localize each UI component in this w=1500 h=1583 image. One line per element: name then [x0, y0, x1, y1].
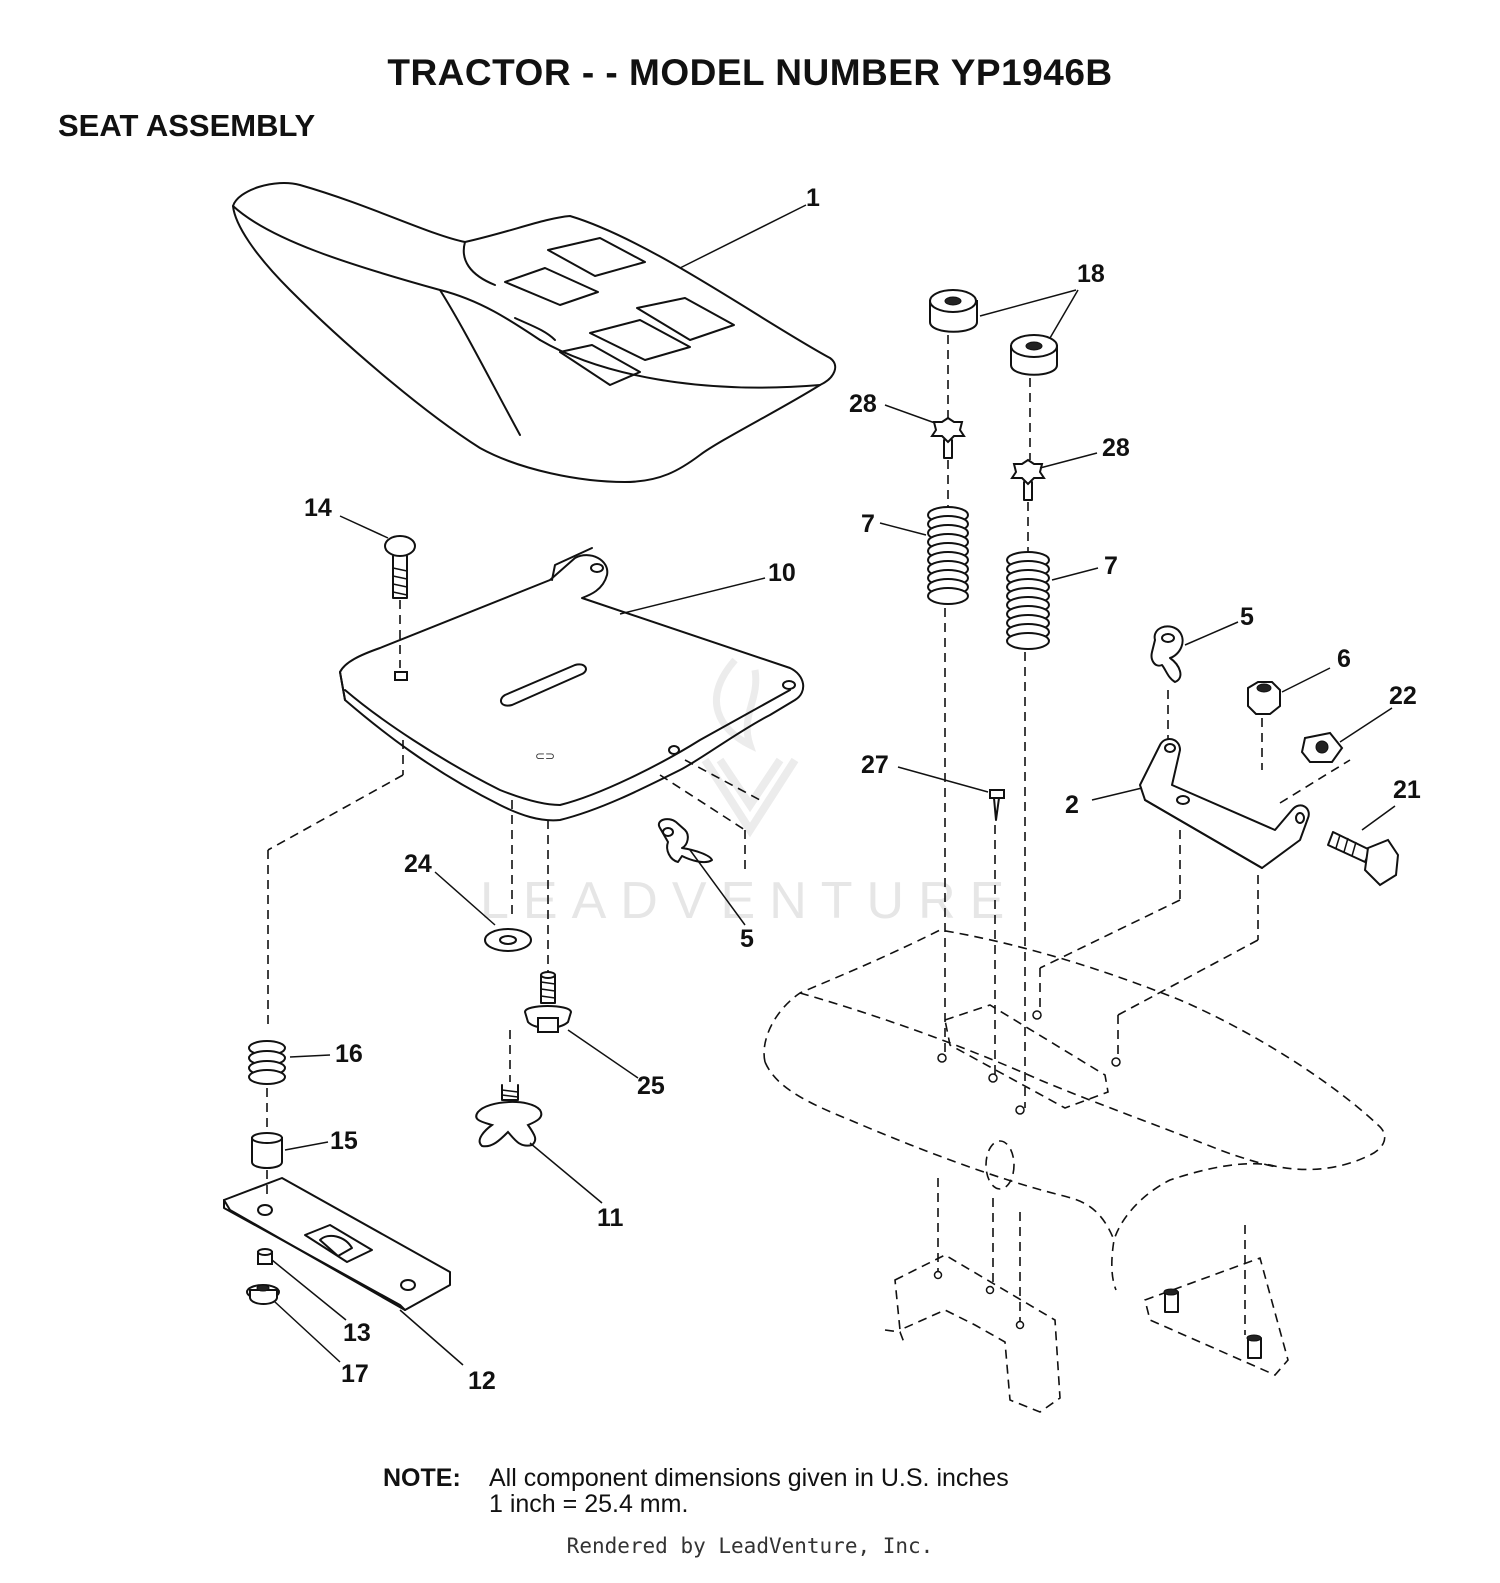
callout-5-left: 5	[740, 925, 754, 953]
callout-28-right: 28	[1102, 434, 1130, 462]
callout-17: 17	[341, 1360, 369, 1388]
shoulder-bolt	[523, 971, 639, 1079]
callout-25: 25	[637, 1072, 665, 1100]
note-line-1: All component dimensions given in U.S. i…	[489, 1464, 1009, 1492]
callout-5-right: 5	[1240, 603, 1254, 631]
watermark-text: LEADVENTURE	[480, 872, 1018, 930]
parts-diagram: LEADVENTURE ⊂⊃	[223, 181, 1421, 1413]
small-spring	[248, 1040, 331, 1130]
svg-text:⊂⊃: ⊂⊃	[535, 749, 555, 763]
mounting-plate	[223, 1177, 464, 1366]
page-title: TRACTOR - - MODEL NUMBER YP1946B	[387, 52, 1113, 93]
pin	[897, 766, 1005, 1075]
callout-28-left: 28	[849, 390, 877, 418]
bushing	[251, 1132, 329, 1198]
callout-27: 27	[861, 751, 889, 779]
callout-11: 11	[597, 1204, 624, 1232]
tractor-frame	[763, 929, 1386, 1413]
callout-21: 21	[1393, 776, 1421, 804]
star-fasteners	[884, 335, 1098, 501]
callout-7-right: 7	[1104, 552, 1118, 580]
hex-bolt	[1327, 805, 1400, 887]
callout-16: 16	[335, 1040, 363, 1068]
callout-7-left: 7	[861, 510, 875, 538]
clip-right	[1150, 621, 1239, 740]
lock-nut	[1279, 707, 1393, 804]
watermark: LEADVENTURE	[480, 657, 1018, 930]
callout-1: 1	[806, 184, 820, 212]
callout-15: 15	[330, 1127, 358, 1155]
callout-6: 6	[1337, 645, 1351, 673]
callout-14: 14	[304, 494, 332, 522]
callout-2: 2	[1065, 791, 1079, 819]
callout-22: 22	[1389, 682, 1417, 710]
note-line-2: 1 inch = 25.4 mm.	[489, 1490, 689, 1518]
nut-and-flange	[246, 1248, 347, 1363]
callout-18: 18	[1077, 260, 1105, 288]
callout-labels: 1 18 28 28 14 7 7 10 5 6 22 27 21 2 24 5…	[304, 184, 1421, 1395]
bracket	[1039, 738, 1310, 1060]
seat-cushion	[232, 181, 837, 483]
callout-10: 10	[768, 559, 796, 587]
footer-credit: Rendered by LeadVenture, Inc.	[566, 1534, 934, 1558]
callout-12: 12	[468, 1367, 496, 1395]
clip-left	[657, 818, 746, 926]
carriage-bolt	[339, 515, 416, 668]
washer	[434, 871, 532, 952]
callout-24: 24	[404, 850, 432, 878]
note-label: NOTE:	[383, 1464, 461, 1492]
section-title: SEAT ASSEMBLY	[58, 108, 316, 143]
large-springs	[879, 460, 1099, 1108]
callout-13: 13	[343, 1319, 371, 1347]
hex-nut	[1247, 667, 1331, 770]
rubber-bumpers	[929, 289, 1079, 376]
seat-pan: ⊂⊃	[267, 547, 805, 1030]
knob	[475, 1030, 603, 1204]
